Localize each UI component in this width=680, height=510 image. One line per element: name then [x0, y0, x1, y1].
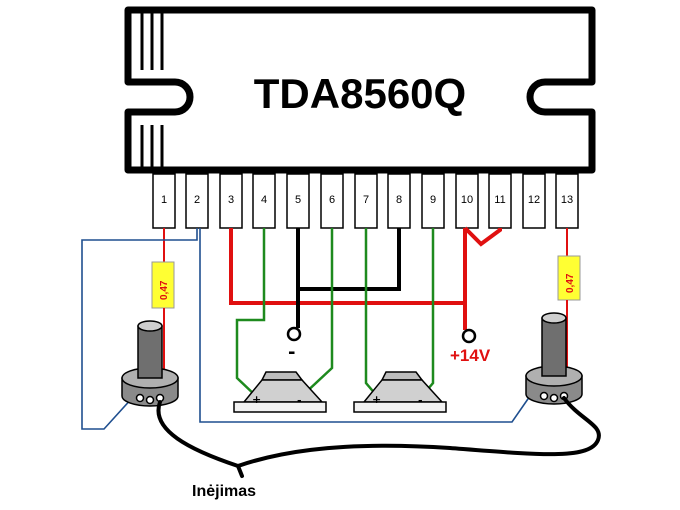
potentiometer-left	[121, 320, 179, 407]
ic-pin-9: 9	[421, 173, 445, 229]
ic-pin-number: 7	[363, 194, 369, 206]
speaker-left-minus: -	[297, 394, 302, 407]
ic-pin-number: 2	[194, 194, 200, 206]
ic-pin-number: 6	[329, 194, 335, 206]
red-wires	[229, 226, 502, 344]
ic-pin-number: 10	[461, 194, 473, 206]
ic-pin-1: 1	[152, 173, 176, 229]
resistor-right-value: 0,47	[565, 273, 576, 293]
ic-pin-number: 13	[561, 194, 573, 206]
blue-wires	[81, 228, 531, 430]
ic-pin-body	[522, 173, 546, 229]
ic-pin-number: 9	[430, 194, 436, 206]
ic-pin-11: 11	[488, 173, 512, 229]
ic-pin-6: 6	[320, 173, 344, 229]
wire-pin2-right-pot	[199, 228, 531, 423]
supply-label: +14V	[450, 346, 491, 365]
resistor-left: 0,47	[151, 228, 175, 385]
ic-pin-4: 4	[252, 173, 276, 229]
ic-pin-number: 11	[494, 194, 505, 206]
ic-outline	[124, 6, 596, 174]
ic-pin-2: 2	[185, 173, 209, 229]
speaker-left: + -	[233, 371, 327, 413]
black-wires	[286, 228, 401, 342]
potentiometer-right	[525, 312, 583, 405]
ic-pin-number: 8	[396, 194, 402, 206]
ic-pin-8: 8	[387, 173, 411, 229]
speaker-right-plus: +	[372, 393, 381, 406]
wire-pin4-speaker-left-plus	[235, 228, 266, 397]
input-label: Inėjimas	[192, 483, 256, 500]
ic-pin-13: 13	[555, 173, 579, 229]
ic-tab-lines	[140, 12, 164, 168]
input-cable	[156, 396, 601, 469]
input-cable-tail	[236, 464, 244, 478]
ic-pin-10: 10	[455, 173, 479, 229]
ic-pin-5: 5	[286, 173, 310, 229]
wire-pin6-speaker-left-minus	[301, 228, 334, 397]
speaker-right: + -	[353, 371, 447, 413]
ground-terminal	[286, 326, 302, 342]
ic-pin-number: 4	[261, 194, 267, 206]
wire-pin8-pin5	[298, 228, 401, 291]
wire-pin10-pin11	[463, 226, 502, 247]
green-wires	[235, 228, 435, 397]
wire-pin2-left-pot	[81, 228, 198, 430]
supply-terminal	[461, 328, 477, 344]
speaker-left-plus: +	[252, 393, 261, 406]
ic-pin-number: 5	[295, 194, 301, 206]
ic-pin-number: 1	[161, 194, 167, 206]
ic-pin-7: 7	[354, 173, 378, 229]
ic-package: TDA8560Q	[124, 6, 596, 174]
wire-pin3-supply	[229, 228, 465, 305]
wire-pin7-speaker-right-plus	[364, 228, 378, 397]
ground-symbol: -	[288, 342, 295, 363]
wire-pin9-speaker-right-minus	[421, 228, 435, 397]
ic-pin-number: 12	[528, 194, 540, 206]
resistor-left-value: 0,47	[159, 280, 170, 300]
ic-pin-12: 12	[522, 173, 546, 229]
ic-pin-number: 3	[228, 194, 234, 206]
ic-pin-3: 3	[219, 173, 243, 229]
speaker-right-minus: -	[418, 394, 423, 407]
chip-label: TDA8560Q	[254, 70, 466, 117]
